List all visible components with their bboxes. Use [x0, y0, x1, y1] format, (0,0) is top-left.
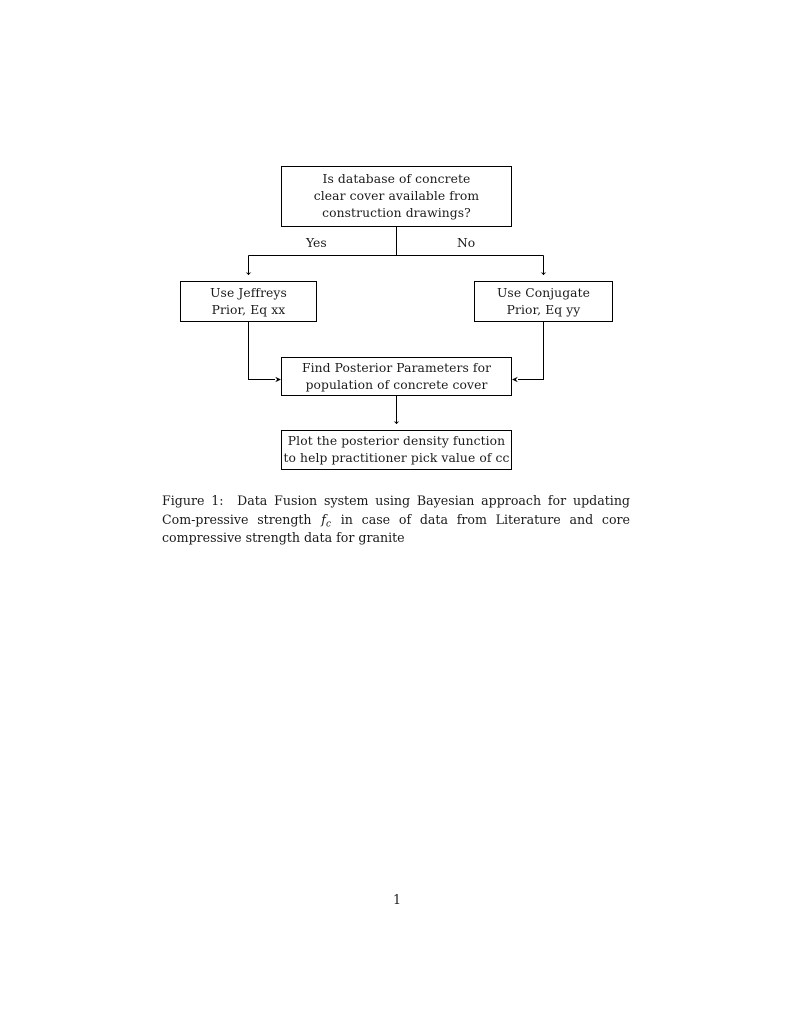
flowchart-figure: Is database of concrete clear cover avai…	[0, 0, 794, 490]
flow-node-jeffreys-line-1: Use Jeffreys	[210, 285, 287, 300]
flow-edge-label-no: No	[457, 236, 476, 250]
flow-node-posterior-line-1: Find Posterior Parameters for	[301, 360, 492, 375]
flow-node-conjugate-line-1: Use Conjugate	[496, 285, 591, 300]
edge-conjugate-to-posterior	[518, 322, 544, 380]
flow-node-jeffreys-prior: Use Jeffreys Prior, Eq xx	[180, 281, 317, 322]
flow-node-jeffreys-line-2: Prior, Eq xx	[211, 302, 286, 317]
flow-edge-label-yes: Yes	[306, 236, 327, 250]
flow-node-decision-line-2: clear cover available from	[313, 189, 480, 203]
flowchart-connectors	[245, 227, 547, 424]
figure-caption: Figure 1: Data Fusion system using Bayes…	[162, 492, 630, 548]
figure-caption-math-base: f	[321, 511, 326, 527]
figure-caption-math-subscript: c	[325, 519, 332, 530]
flow-node-decision: Is database of concrete clear cover avai…	[281, 166, 512, 227]
figure-caption-text-part-1: Data Fusion system using Bayesian approa…	[162, 493, 630, 527]
flow-node-posterior-line-2: population of concrete cover	[305, 377, 488, 392]
figure-caption-prefix: Figure 1:	[162, 493, 238, 508]
flow-node-conjugate-line-2: Prior, Eq yy	[506, 302, 581, 317]
figure-caption-text-part-2: in case of data from Literature and core…	[162, 511, 630, 546]
page-number: 1	[392, 892, 401, 907]
flow-node-find-posterior-parameters: Find Posterior Parameters for population…	[281, 357, 512, 396]
flow-node-conjugate-prior: Use Conjugate Prior, Eq yy	[474, 281, 613, 322]
figure-caption-math-fc: fc	[320, 511, 332, 530]
flow-node-plot-line-1: Plot the posterior density function	[287, 434, 506, 448]
flow-node-decision-line-1: Is database of concrete	[322, 172, 471, 186]
flow-node-plot-posterior-density: Plot the posterior density function to h…	[281, 430, 512, 470]
flow-node-decision-line-3: construction drawings?	[322, 206, 471, 220]
edge-jeffreys-to-posterior	[248, 322, 275, 380]
flow-node-plot-line-2: to help practitioner pick value of cc	[283, 451, 510, 465]
